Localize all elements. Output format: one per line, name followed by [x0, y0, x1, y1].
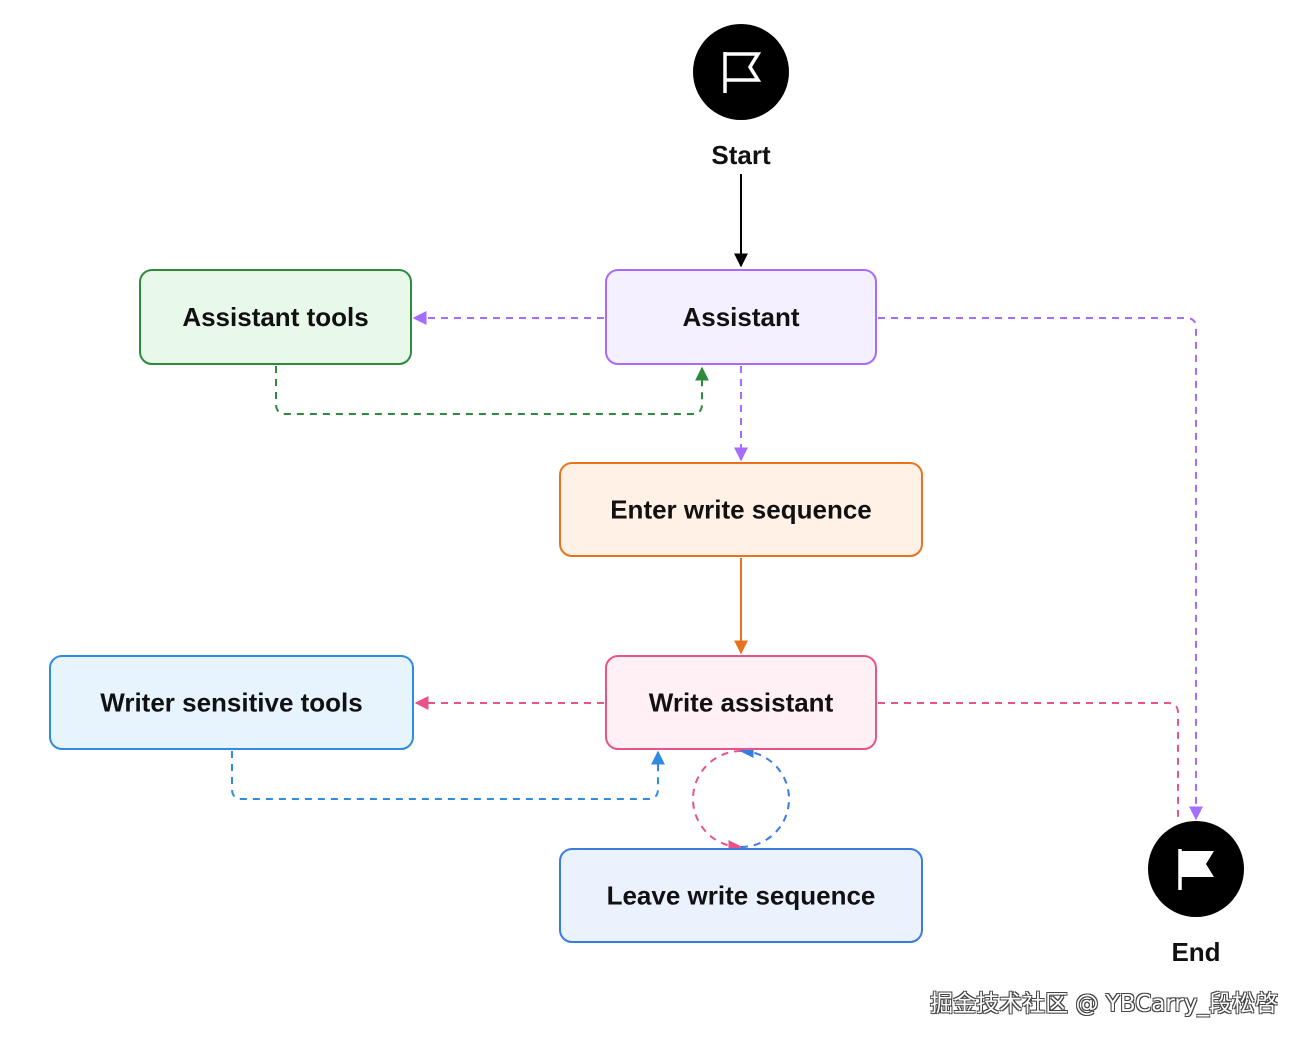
- edge-write-assistant-to-end: [878, 702, 1179, 822]
- flag-outline-icon: [723, 52, 762, 93]
- end-label: End: [1171, 937, 1220, 967]
- end-terminal: End: [1148, 821, 1244, 967]
- node-assistant[interactable]: Assistant: [605, 269, 877, 365]
- edge-write-assistant-to-leave-write-sequence: [692, 750, 743, 854]
- node-enter-write-sequence-label: Enter write sequence: [610, 495, 872, 525]
- node-assistant-label: Assistant: [682, 302, 799, 332]
- node-writer-sensitive-tools-label: Writer sensitive tools: [100, 688, 363, 718]
- node-assistant-tools[interactable]: Assistant tools: [139, 269, 412, 365]
- node-assistant-tools-label: Assistant tools: [182, 302, 368, 332]
- edge-leave-write-sequence-to-write-assistant: [739, 744, 790, 848]
- node-enter-write-sequence[interactable]: Enter write sequence: [559, 462, 923, 557]
- start-circle: [693, 24, 789, 120]
- node-leave-write-sequence[interactable]: Leave write sequence: [559, 848, 923, 943]
- watermark: 掘金技术社区 @ YBCarry_段松啓: [930, 991, 1278, 1017]
- node-writer-sensitive-tools[interactable]: Writer sensitive tools: [49, 655, 414, 750]
- start-label: Start: [711, 140, 771, 170]
- node-write-assistant-label: Write assistant: [649, 688, 834, 718]
- node-write-assistant[interactable]: Write assistant: [605, 655, 877, 750]
- edge-assistant-to-end: [878, 317, 1203, 821]
- node-leave-write-sequence-label: Leave write sequence: [607, 881, 876, 911]
- edge-writer-sensitive-tools-to-write-assistant: [231, 750, 665, 800]
- start-terminal: Start: [693, 24, 789, 170]
- edge-assistant-tools-to-assistant: [275, 366, 709, 415]
- flag-filled-icon: [1178, 849, 1214, 890]
